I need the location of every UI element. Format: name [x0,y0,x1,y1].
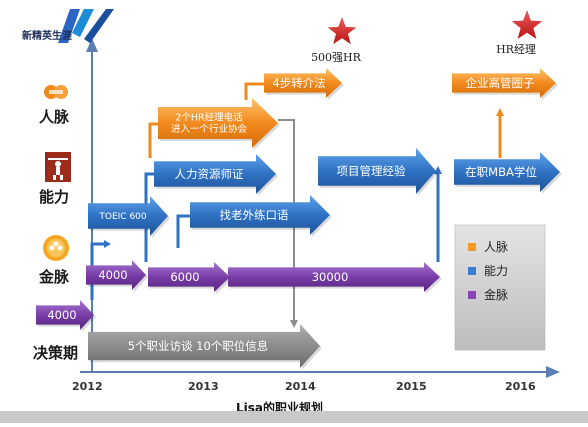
arrow-a11: 4步转介法 [264,68,344,100]
arrow-label: 4000 [98,268,127,282]
category-label-money: 金脉 [39,268,70,286]
arrow-shape [454,152,560,192]
category-label-ability: 能力 [39,188,70,206]
star-label-hr-manager: HR经理 [496,43,536,56]
year-label-2015: 2015 [396,380,427,393]
category-label-decision: 决策期 [33,344,79,362]
arrow-shape [264,68,342,98]
arrow-label: 4000 [47,308,76,322]
arrow-shape [86,260,146,290]
arrow-shape [88,324,320,368]
arrow-label: 在职MBA学位 [465,165,537,179]
year-label-2013: 2013 [188,380,219,393]
connector-arrowhead [496,108,504,116]
arrow-shape [452,68,556,98]
arrow-label: 项目管理经验 [337,164,406,178]
arrow-a12: 企业高管圈子 [452,68,558,100]
weightlifter-icon [45,152,71,186]
arrow-a1: 4000 [36,300,96,332]
arrow-shape [36,300,94,330]
arrow-a2: 4000 [86,260,148,292]
legend-swatch [468,291,476,299]
category-label-network: 人脉 [39,108,70,126]
connector-arrowhead [290,320,298,328]
y-axis-arrowhead [86,38,98,52]
arrow-label: TOEIC 600 [98,212,147,222]
arrow-a9: 在职MBA学位 [454,152,562,194]
brand-logo [10,5,120,45]
arrow-shape [154,154,276,194]
arrow-shape [318,148,436,194]
legend-label: 能力 [484,264,508,278]
arrow-shape [228,262,440,292]
star-label-500-hr: 500强HR [311,51,362,64]
legend-swatch [468,243,476,251]
arrow-label: 6000 [170,270,199,284]
star-icon-500-hr [327,17,357,45]
year-label-2012: 2012 [72,380,103,393]
arrow-a8: 项目管理经验 [318,148,438,196]
connector-arrowhead [434,166,442,174]
footer-bar [0,411,588,423]
handshake-icon [43,82,69,106]
arrow-a6: 人力资源师证 [154,154,278,196]
arrow-label: 5个职业访谈 10个职位信息 [128,339,269,353]
arrow-a5: TOEIC 600 [88,196,170,238]
arrow-a3: 6000 [148,262,232,294]
connector-calls-to-referral [244,82,266,100]
arrow-label: 人力资源师证 [175,167,244,181]
arrow-shape [158,98,278,148]
legend-swatch [468,267,476,275]
arrow-label: 企业高管圈子 [466,76,535,90]
arrow-shape [148,262,230,292]
legend-label: 金脉 [484,287,508,302]
arrow-shape [190,195,330,235]
connector-to-decision [278,119,295,326]
legend-label: 人脉 [484,239,508,254]
arrow-label: 进入一个行业协会 [171,123,248,135]
year-label-2016: 2016 [505,380,536,393]
year-label-2014: 2014 [285,380,316,393]
arrow-a13: 5个职业访谈 10个职位信息 [88,324,322,370]
arrow-label: 找老外练口语 [220,208,289,222]
arrow-a7: 找老外练口语 [190,195,332,237]
star-icon-hr-manager [511,10,543,39]
arrow-label: 4步转介法 [272,76,325,90]
connector-arrowhead [104,240,111,248]
coins-icon [42,234,70,266]
x-axis-arrowhead [546,366,560,378]
arrow-shape [88,196,168,236]
brand-name: 新精英生涯 [22,31,72,42]
arrow-a4: 30000 [228,262,442,294]
arrow-label: 30000 [312,270,349,284]
arrow-label: 2个HR经理电话 [175,112,243,124]
